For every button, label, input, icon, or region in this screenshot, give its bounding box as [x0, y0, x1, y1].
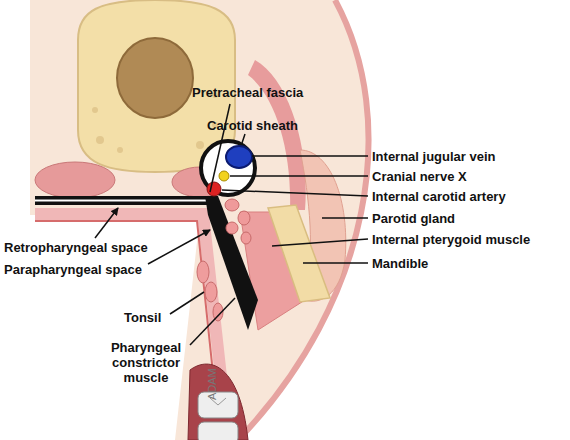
structure-label: Mandible	[372, 256, 428, 271]
structure-label: Internal jugular vein	[372, 149, 496, 164]
structure-label: Tonsil	[124, 310, 161, 325]
structure-label: Parapharyngeal space	[4, 262, 142, 277]
structure-label: Internal carotid artery	[372, 189, 506, 204]
structure-label: Retropharyngeal space	[4, 240, 148, 255]
structure-label: Pretracheal fascia	[192, 85, 303, 100]
structure-label: Pharyngeal constrictor muscle	[96, 340, 196, 385]
watermark: ADAM	[205, 368, 220, 400]
structure-label: Cranial nerve X	[372, 169, 467, 184]
structure-label: Parotid gland	[372, 211, 455, 226]
structure-label: Carotid sheath	[207, 118, 298, 133]
structure-label: Internal pterygoid muscle	[372, 232, 530, 247]
